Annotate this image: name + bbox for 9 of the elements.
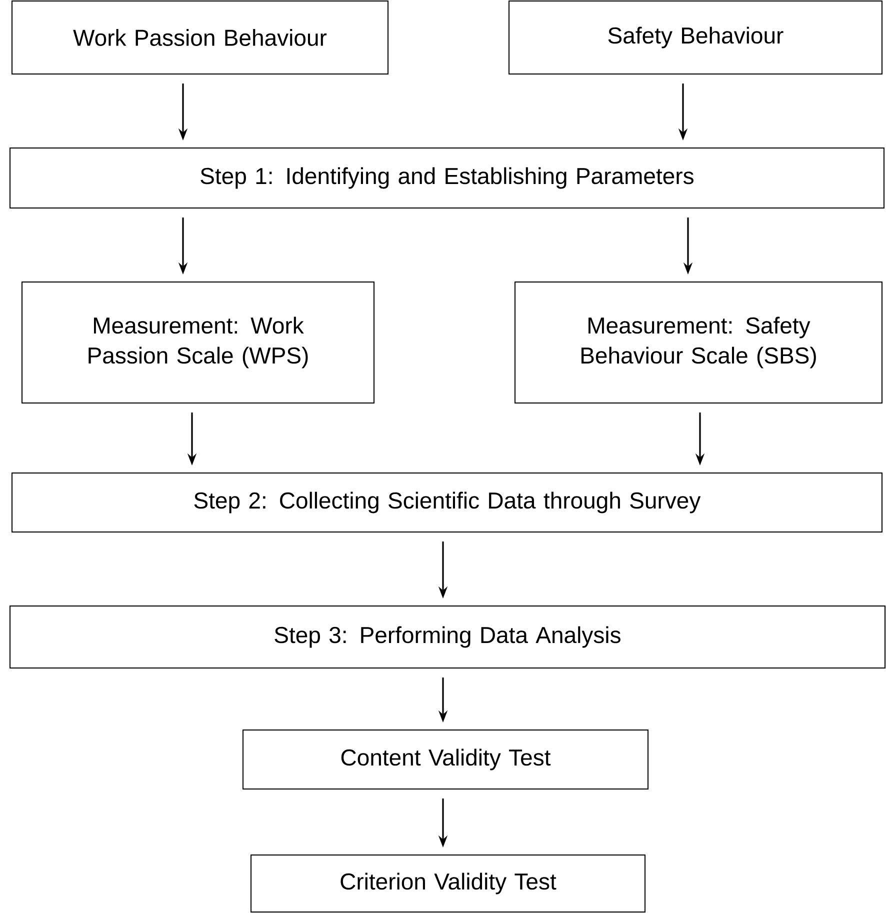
process-box: Safety Behaviour <box>508 0 882 74</box>
process-box: Work Passion Behaviour <box>12 0 388 74</box>
process-box: Step 1: Identifying and Establishing Parameters <box>10 148 884 208</box>
process-box: Measurement: Safety Behaviour Scale (SBS) <box>514 282 882 404</box>
process-box: Content Validity Test <box>242 730 648 790</box>
process-box: Criterion Validity Test <box>250 854 646 912</box>
process-box: Measurement: Work Passion Scale (WPS) <box>22 282 374 404</box>
process-box: Step 3: Performing Data Analysis <box>10 606 886 668</box>
process-box: Step 2: Collecting Scientific Data through Survey <box>12 472 882 532</box>
